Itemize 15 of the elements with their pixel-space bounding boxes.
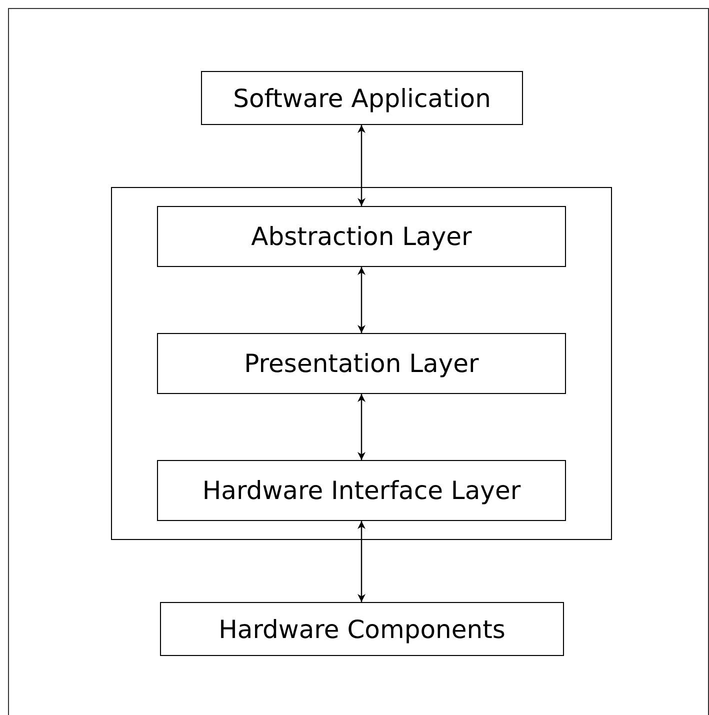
group-frame bbox=[111, 187, 612, 540]
box-label: Hardware Components bbox=[218, 614, 506, 644]
box-label: Abstraction Layer bbox=[251, 222, 472, 251]
box-label: Hardware Interface Layer bbox=[202, 476, 521, 505]
layer-box bbox=[157, 333, 566, 394]
layer-box bbox=[157, 206, 566, 267]
layer-box bbox=[157, 460, 566, 521]
layer-box bbox=[201, 71, 523, 125]
double-arrow bbox=[358, 521, 366, 602]
double-arrow bbox=[358, 125, 366, 206]
double-arrow bbox=[358, 394, 366, 460]
box-label: Presentation Layer bbox=[244, 349, 479, 378]
layer-box bbox=[160, 602, 564, 656]
double-arrow bbox=[358, 267, 366, 333]
box-label: Software Application bbox=[233, 84, 491, 112]
